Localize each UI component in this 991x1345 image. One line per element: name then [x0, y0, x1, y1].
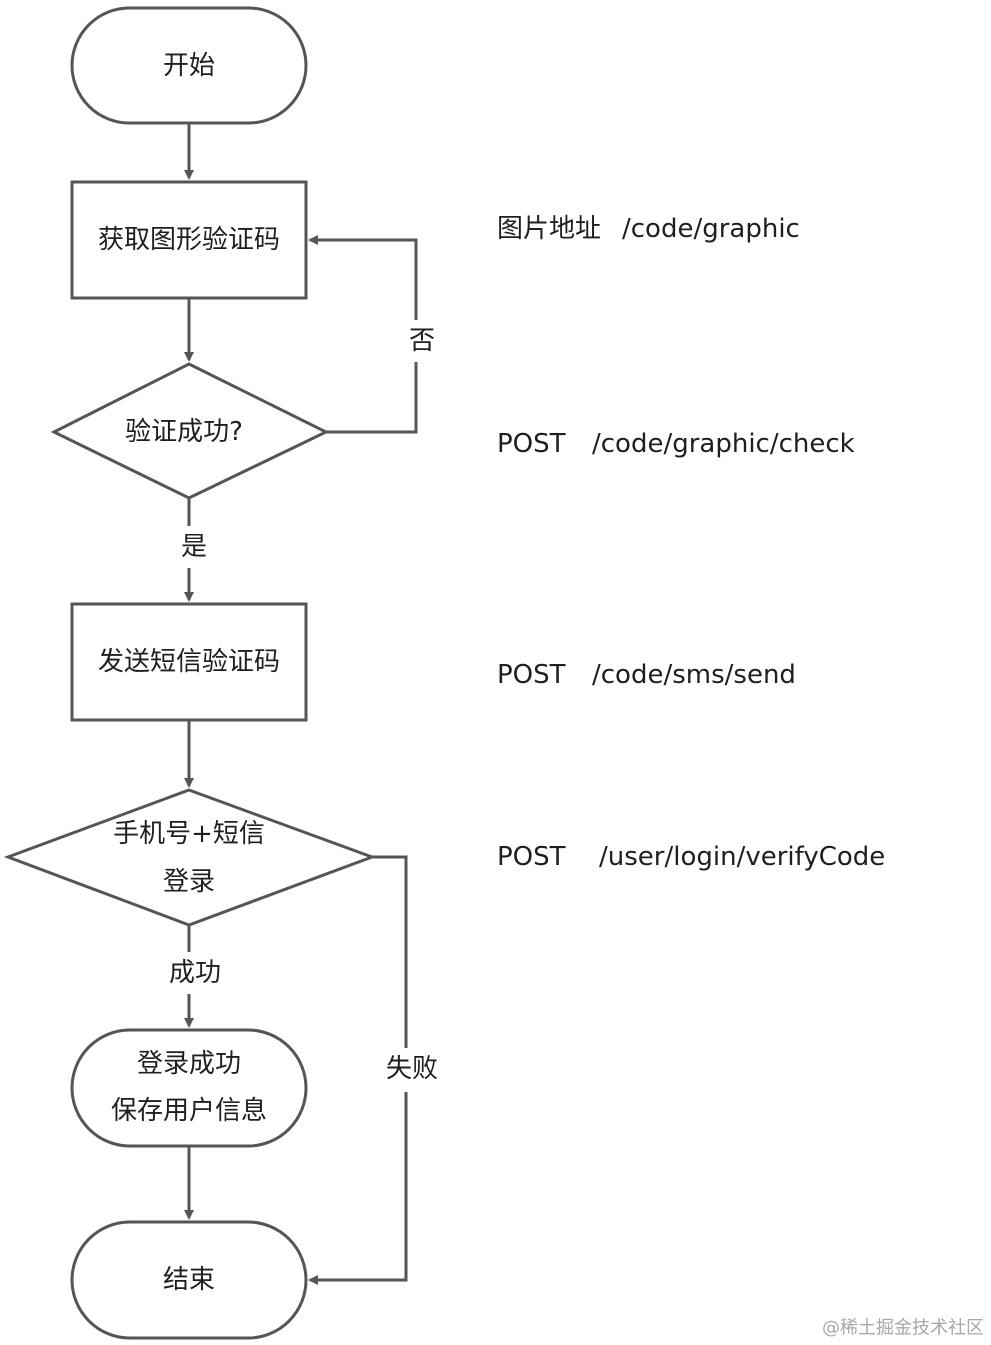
fail-label-gap — [378, 1048, 446, 1092]
success-label-gap — [162, 952, 228, 994]
check-path-label: /code/graphic/check — [592, 429, 855, 459]
send-sms-process — [70, 602, 308, 722]
success-label: 成功 — [169, 958, 221, 988]
sms-method-label: POST — [497, 660, 566, 690]
yes-label: 是 — [181, 532, 207, 562]
verify-decision — [50, 362, 330, 500]
captcha-path-label: /code/graphic — [622, 214, 800, 244]
api-annotations: 图片地址 /code/graphic POST /code/graphic/ch… — [497, 214, 885, 872]
edge-verify-no-loop — [308, 235, 418, 434]
sms-path-label: /code/sms/send — [592, 660, 796, 690]
edge-labels: 否 是 成功 失败 — [162, 320, 446, 1092]
no-label: 否 — [409, 326, 435, 356]
verify-decision-label: 验证成功? — [125, 417, 243, 447]
get-captcha-label: 获取图形验证码 — [98, 225, 280, 255]
login-success-terminal — [70, 1028, 308, 1148]
login-method-label: POST — [497, 842, 566, 872]
login-success-label-line1: 登录成功 — [137, 1049, 241, 1079]
phone-login-label-line1: 手机号+短信 — [113, 819, 265, 849]
yes-label-gap — [176, 526, 212, 568]
check-method-label: POST — [497, 429, 566, 459]
fail-label: 失败 — [386, 1054, 438, 1084]
send-sms-label: 发送短信验证码 — [98, 647, 280, 677]
phone-login-label-line2: 登录 — [163, 867, 215, 897]
nodes: 开始 获取图形验证码 验证成功? 发送短信验证码 手机号+短信 登录 登录成功 … — [3, 6, 377, 1340]
login-success-label-line2: 保存用户信息 — [111, 1096, 267, 1126]
phone-login-decision — [3, 788, 377, 927]
watermark-label: @稀土掘金技术社区 — [822, 1318, 984, 1339]
end-terminal — [70, 1220, 308, 1340]
captcha-method-label: 图片地址 — [497, 214, 601, 244]
start-terminal — [70, 6, 308, 125]
start-label: 开始 — [163, 51, 215, 81]
no-label-gap — [404, 320, 440, 362]
end-label: 结束 — [163, 1265, 215, 1295]
login-path-label: /user/login/verifyCode — [599, 842, 885, 872]
get-captcha-process — [70, 180, 308, 300]
